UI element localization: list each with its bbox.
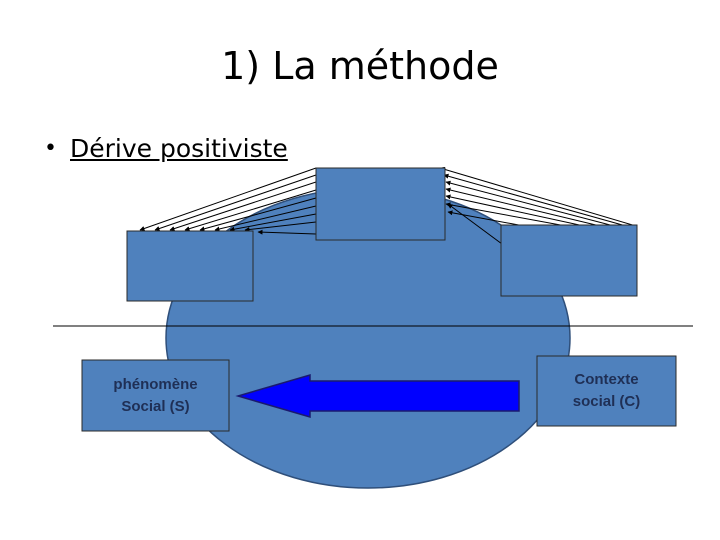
social-phenomenon-label: phénomène Social (S) xyxy=(113,375,198,415)
slide-title: 1) La méthode xyxy=(221,44,499,88)
arrows-to-left-box xyxy=(139,167,317,235)
bullet-item: • Dérive positiviste xyxy=(44,134,288,163)
causal-arrow xyxy=(235,374,520,418)
bullet-text: Dérive positiviste xyxy=(70,134,288,163)
top-center-box xyxy=(315,167,446,241)
bullet-dot-icon: • xyxy=(44,136,57,161)
social-context-box xyxy=(536,355,677,427)
social-phenomenon-box xyxy=(81,359,230,432)
arrows-to-top-box xyxy=(439,166,637,245)
upper-left-box xyxy=(126,230,254,302)
social-context-label: Contexte social (C) xyxy=(572,371,641,410)
upper-right-box xyxy=(500,224,638,297)
